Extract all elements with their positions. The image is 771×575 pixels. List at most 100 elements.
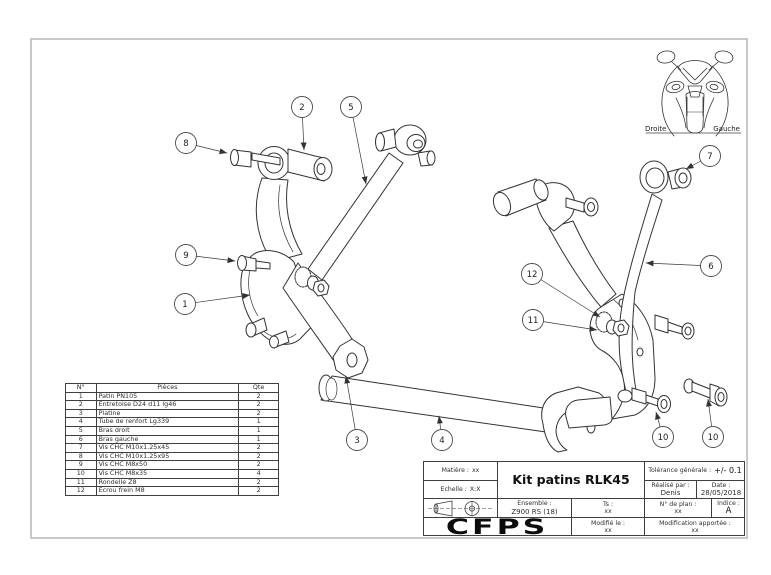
col-number: N°	[65, 383, 97, 393]
balloon-8	[175, 132, 197, 154]
part-name-cell: Ecrou frein M8	[95, 486, 240, 496]
part-name-cell: Bras droit	[95, 425, 240, 436]
date-cell: Date : 28/05/2018	[697, 481, 745, 499]
first-angle-projection-icon	[427, 500, 492, 516]
part-number-cell: 12	[65, 486, 97, 496]
part-number-cell: 6	[65, 434, 97, 445]
part-qty-cell: 4	[238, 468, 279, 479]
part-qty-cell: 2	[238, 460, 279, 470]
balloon-6	[700, 255, 722, 277]
balloon-number-6: 6	[708, 262, 713, 272]
ts-cell: Ts : xx	[572, 499, 645, 518]
leader-line-7	[685, 160, 702, 170]
drawing-title: Kit patins RLK45	[498, 462, 645, 499]
part-name-cell: Vis CHC M8x35	[95, 468, 240, 479]
tolerance-cell: Tolérance générale :+/- 0.1	[645, 462, 745, 481]
balloon-number-8: 8	[183, 139, 188, 149]
leader-line-4	[436, 415, 443, 430]
part-name-cell: Entretoise D24 d11 lg46	[95, 400, 240, 410]
balloon-number-11: 11	[528, 316, 539, 326]
balloon-number-1: 1	[182, 300, 187, 310]
balloon-number-5: 5	[348, 103, 353, 113]
part-qty-cell: 1	[238, 434, 279, 445]
assembly-cell: Ensemble : Z900 RS (18)	[498, 499, 572, 518]
leader-line-12	[540, 279, 601, 318]
title-block: Matière :xx Echelle :X:X Kit patins RLK4…	[423, 461, 745, 536]
leader-line-1	[195, 293, 251, 303]
part-name-cell: Vis CHC M10x1.25x45	[95, 443, 240, 453]
balloon-9	[175, 244, 197, 266]
balloon-11	[522, 309, 544, 331]
orientation-label-droite: Droite	[645, 125, 666, 133]
leader-line-6	[645, 260, 701, 267]
author-cell: Réalisé par : Denis	[645, 481, 697, 499]
leader-line-10	[706, 398, 712, 427]
balloon-number-10: 10	[708, 433, 719, 443]
part-number-cell: 9	[65, 460, 97, 470]
leader-line-3	[344, 375, 356, 431]
part-name-cell: Bras gauche	[95, 434, 240, 445]
part-number-cell: 8	[65, 451, 97, 462]
part-name-cell: Vis CHC M10x1.25x95	[95, 451, 240, 462]
col-pieces: Pièces	[95, 383, 240, 393]
leader-line-8	[195, 145, 228, 155]
orientation-label-gauche: Gauche	[713, 125, 740, 133]
left-side-assembly	[492, 160, 728, 429]
balloon-number-7: 7	[707, 152, 712, 162]
leader-line-11	[543, 321, 598, 332]
balloon-3	[346, 429, 368, 451]
part-name-cell: Rondelle Z8	[95, 477, 240, 488]
part-qty-cell: 2	[238, 486, 279, 496]
leader-line-10	[655, 411, 661, 428]
col-qty: Qte	[238, 383, 279, 393]
company-logo-cell: CFPS	[424, 518, 572, 536]
part-qty-cell: 2	[238, 477, 279, 488]
part-number-cell: 7	[65, 443, 97, 453]
balloon-10	[702, 426, 724, 448]
reinforcement-tube	[318, 374, 551, 433]
part-number-cell: 4	[65, 417, 97, 427]
part-qty-cell: 2	[238, 451, 279, 462]
part-name-cell: Tube de renfort Lg339	[95, 417, 240, 427]
part-name-cell: Platine	[95, 408, 240, 419]
scale-cell: Echelle :X:X	[424, 481, 498, 499]
part-name-cell: Patin PN105	[95, 391, 240, 402]
balloon-number-12: 12	[527, 270, 538, 280]
index-cell: Indice : A	[712, 499, 745, 518]
part-number-cell: 10	[65, 468, 97, 479]
part-qty-cell: 2	[238, 443, 279, 453]
leader-line-2	[300, 117, 307, 151]
part-number-cell: 2	[65, 400, 97, 410]
balloon-number-9: 9	[183, 251, 188, 261]
part-qty-cell: 1	[238, 425, 279, 436]
part-name-cell: Vis CHC M8x50	[95, 460, 240, 470]
balloon-number-10: 10	[658, 433, 669, 443]
parts-table-header: N° Pièces Qte	[65, 383, 279, 393]
leader-line-9	[196, 255, 236, 264]
cfps-logo: CFPS	[446, 518, 549, 536]
part-qty-cell: 2	[238, 408, 279, 419]
balloon-4	[431, 429, 453, 451]
balloon-number-2: 2	[299, 103, 304, 113]
balloon-number-3: 3	[354, 436, 359, 446]
part-qty-cell: 2	[238, 391, 279, 402]
balloon-number-4: 4	[439, 436, 444, 446]
part-number-cell: 1	[65, 391, 97, 402]
balloon-5	[340, 96, 362, 118]
modified-date-cell: Modifié le : xx	[572, 518, 645, 536]
material-cell: Matière :xx	[424, 462, 498, 481]
